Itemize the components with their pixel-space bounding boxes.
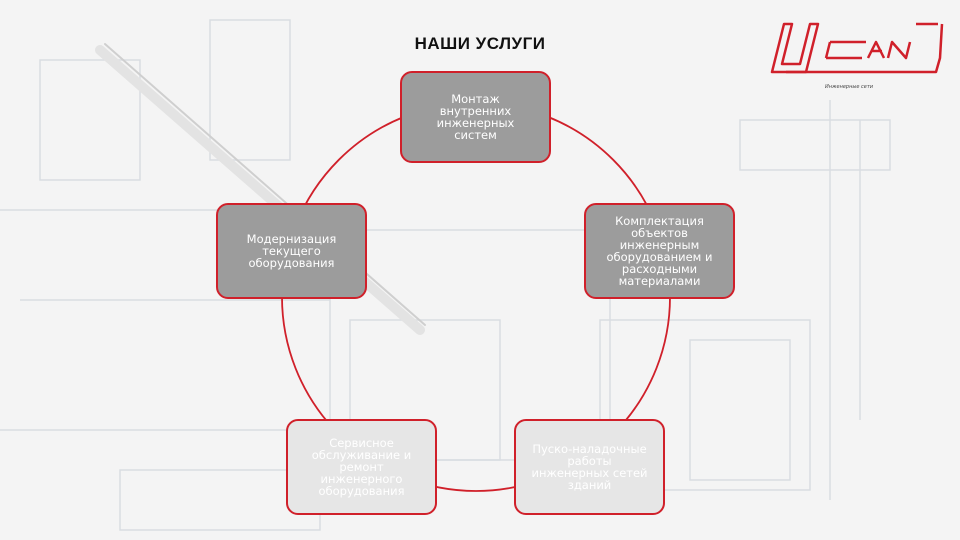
service-node-modernization: Модернизация текущего оборудования xyxy=(216,203,367,299)
service-label: Комплектация объектов инженерным оборудо… xyxy=(606,214,713,288)
service-node-installation: Монтаж внутренних инженерных систем xyxy=(400,71,551,163)
service-label: Пуско-наладочные работы инженерных сетей… xyxy=(531,442,648,492)
service-label: Модернизация текущего оборудования xyxy=(246,232,337,270)
page-title: НАШИ УСЛУГИ xyxy=(414,34,546,53)
service-node-commissioning: Пуско-наладочные работы инженерных сетей… xyxy=(514,419,665,515)
service-label: Монтаж внутренних инженерных систем xyxy=(436,92,515,142)
service-label: Сервисное обслуживание и ремонт инженерн… xyxy=(311,436,412,498)
ucan-logo xyxy=(770,22,944,74)
service-node-maintenance: Сервисное обслуживание и ремонт инженерн… xyxy=(286,419,437,515)
logo-caption: Инженерные сети xyxy=(825,84,873,90)
service-node-equipment-supply: Комплектация объектов инженерным оборудо… xyxy=(584,203,735,299)
